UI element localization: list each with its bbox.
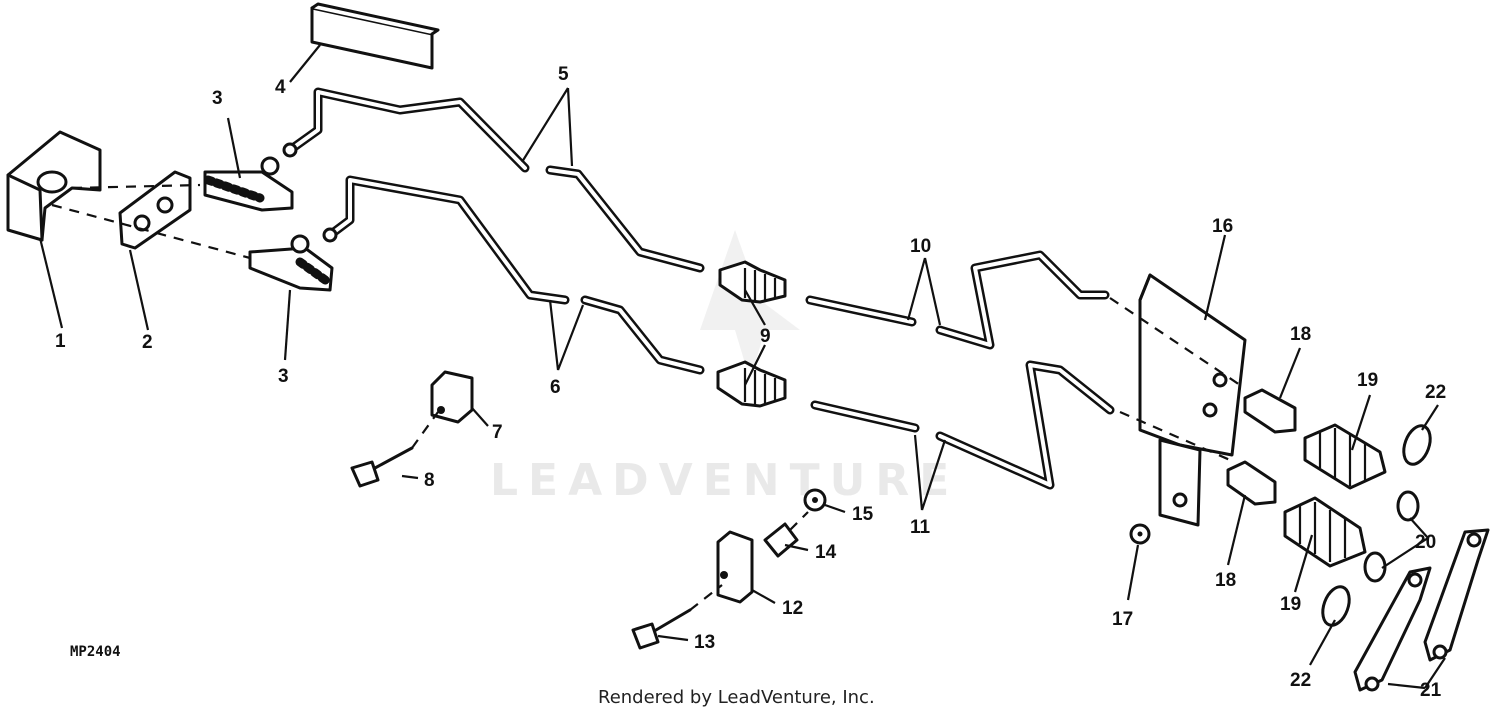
watermark-text: LEADVENTURE [490, 455, 959, 506]
alignment-line [1109, 297, 1241, 386]
part-2-plate [118, 170, 192, 250]
callout-10: 10 [910, 236, 931, 257]
part-9-coupler-upper [718, 260, 787, 304]
callout-17: 17 [1112, 609, 1133, 630]
callout-5: 5 [558, 64, 569, 85]
part-21-link [1353, 528, 1490, 692]
alignment-line [51, 203, 251, 260]
part-14-spacer [763, 511, 809, 558]
callout-8: 8 [424, 470, 435, 491]
callout-19-upper: 19 [1357, 370, 1378, 391]
callout-20: 20 [1415, 532, 1436, 553]
part-4-block [310, 2, 440, 70]
part-9-coupler-lower [716, 360, 787, 408]
part-17-washer [1129, 523, 1151, 545]
callout-12: 12 [782, 598, 803, 619]
part-11-tube [810, 360, 1115, 490]
callout-14: 14 [815, 542, 837, 563]
callout-13: 13 [694, 632, 715, 653]
callout-11: 11 [910, 517, 931, 538]
callout-3-upper: 3 [212, 88, 223, 109]
part-18-fitting-upper [1243, 388, 1297, 434]
callout-22-lower: 22 [1290, 670, 1311, 691]
callout-18-upper: 18 [1290, 324, 1311, 345]
callout-16: 16 [1212, 216, 1233, 237]
callout-18-lower: 18 [1215, 570, 1236, 591]
callout-7: 7 [492, 422, 503, 443]
part-19-spring-upper [1303, 423, 1387, 490]
part-1-bracket [6, 130, 102, 242]
callout-15: 15 [852, 504, 874, 525]
part-19-spring-lower [1283, 496, 1367, 568]
callout-2: 2 [142, 332, 153, 353]
part-5-tube [282, 87, 705, 273]
callout-6: 6 [550, 377, 561, 398]
alignment-line [71, 183, 201, 190]
part-20-ring [1363, 490, 1420, 583]
credit-text: Rendered by LeadVenture, Inc. [598, 687, 875, 708]
callout-9: 9 [760, 326, 771, 347]
callout-labels: 1 2 3 3 4 5 6 7 8 9 10 11 12 13 14 15 16… [55, 64, 1446, 701]
part-3-fitting-lower [248, 234, 334, 292]
part-7-clamp [430, 370, 474, 424]
part-13-bolt [631, 584, 723, 650]
callout-4: 4 [275, 77, 286, 98]
part-18-fitting-lower [1226, 460, 1277, 506]
callout-19-lower: 19 [1280, 594, 1301, 615]
diagram-code: MP2404 [70, 644, 121, 660]
callout-22-upper: 22 [1425, 382, 1446, 403]
callout-21: 21 [1420, 680, 1442, 701]
part-10-tube [805, 250, 1110, 350]
alignment-line [1119, 410, 1231, 462]
part-15-nut [803, 488, 827, 512]
callout-3-lower: 3 [278, 366, 289, 387]
part-8-bolt [350, 411, 439, 488]
callout-1: 1 [55, 331, 66, 352]
part-3-fitting-upper [203, 156, 294, 212]
part-12-clamp [716, 530, 754, 604]
leader-lines [38, 44, 1446, 690]
part-16-bracket [1138, 273, 1247, 527]
part-6-tube [322, 175, 705, 375]
